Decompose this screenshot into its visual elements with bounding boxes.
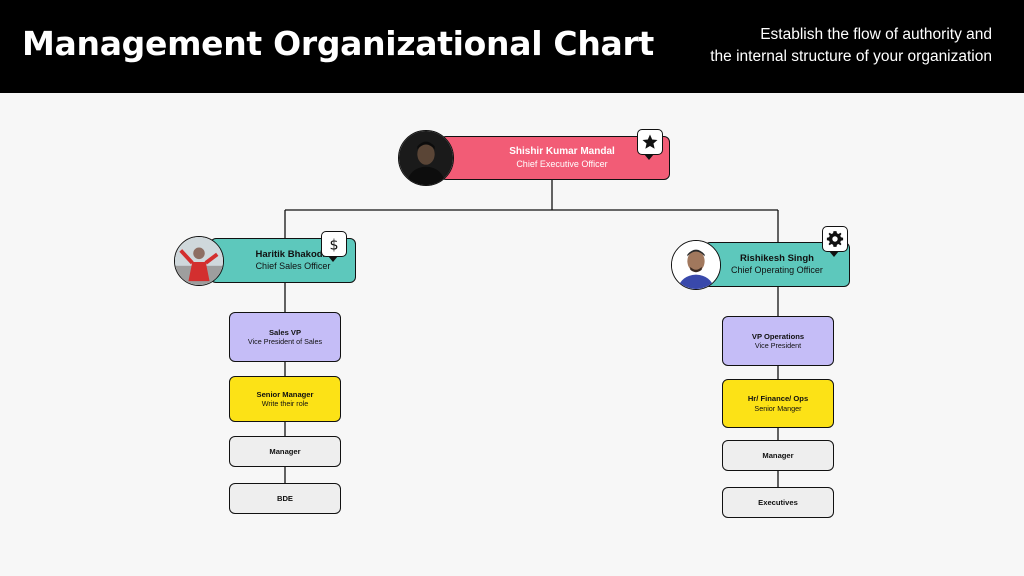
- hr-finance-ops-role: Senior Manger: [754, 403, 802, 413]
- coo-card[interactable]: Rishikesh Singh Chief Operating Officer: [704, 242, 850, 287]
- subtitle-line-2: the internal structure of your organizat…: [710, 48, 992, 65]
- cso-role: Chief Sales Officer: [255, 260, 331, 271]
- sales-vp-title: Sales VP: [268, 327, 302, 337]
- sales-manager-title: Manager: [269, 446, 301, 456]
- ceo-name: Shishir Kumar Mandal: [509, 146, 615, 158]
- star-icon: [637, 129, 663, 160]
- sales-vp-card[interactable]: Sales VP Vice President of Sales: [229, 312, 341, 362]
- cso-name: Haritik Bhakodia: [255, 248, 331, 260]
- page-subtitle: Establish the flow of authority and the …: [710, 24, 992, 68]
- header-bar: Management Organizational Chart Establis…: [0, 0, 1024, 93]
- coo-role: Chief Operating Officer: [731, 264, 823, 275]
- hr-finance-ops-title: Hr/ Finance/ Ops: [747, 394, 809, 404]
- page-title: Management Organizational Chart: [22, 24, 654, 63]
- ceo-card[interactable]: Shishir Kumar Mandal Chief Executive Off…: [440, 136, 670, 180]
- hr-finance-ops-card[interactable]: Hr/ Finance/ Ops Senior Manger: [722, 379, 834, 428]
- gear-icon: [822, 226, 848, 257]
- senior-manager-title: Senior Manager: [256, 389, 314, 399]
- sales-manager-card[interactable]: Manager: [229, 436, 341, 467]
- subtitle-line-1: Establish the flow of authority and: [760, 26, 992, 43]
- cso-avatar: [174, 236, 224, 286]
- senior-manager-role: Write their role: [261, 399, 309, 409]
- bde-card[interactable]: BDE: [229, 483, 341, 514]
- ceo-avatar: [398, 130, 454, 186]
- sales-vp-role: Vice President of Sales: [247, 337, 323, 347]
- vp-operations-role: Vice President: [754, 341, 802, 351]
- vp-operations-card[interactable]: VP Operations Vice President: [722, 316, 834, 366]
- executives-title: Executives: [758, 497, 798, 507]
- ceo-role: Chief Executive Officer: [516, 158, 608, 169]
- vp-operations-title: VP Operations: [751, 331, 805, 341]
- svg-text:$: $: [329, 237, 338, 253]
- operations-manager-card[interactable]: Manager: [722, 440, 834, 471]
- bde-title: BDE: [276, 493, 294, 503]
- executives-card[interactable]: Executives: [722, 487, 834, 518]
- coo-avatar: [671, 240, 721, 290]
- cso-card[interactable]: Haritik Bhakodia Chief Sales Officer: [210, 238, 356, 283]
- senior-manager-card[interactable]: Senior Manager Write their role: [229, 376, 341, 422]
- operations-manager-title: Manager: [762, 450, 794, 460]
- coo-name: Rishikesh Singh: [740, 252, 814, 264]
- dollar-icon: $: [321, 231, 347, 262]
